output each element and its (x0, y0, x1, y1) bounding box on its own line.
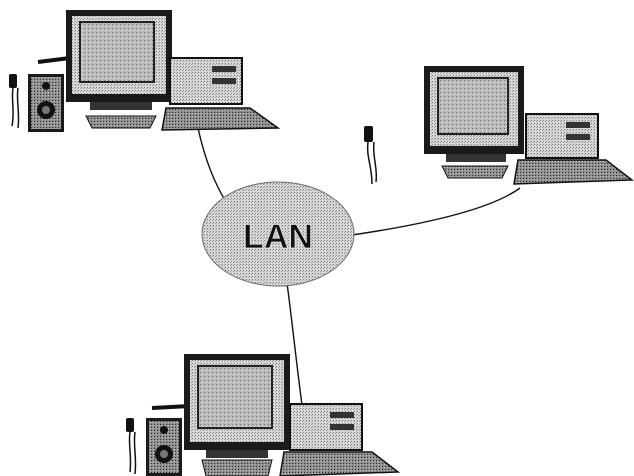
speaker-icon (28, 74, 64, 132)
workstation-top-left (9, 10, 278, 132)
keyboard-icon (514, 160, 632, 184)
computer-case-icon (290, 404, 362, 450)
workstation-right (364, 66, 632, 184)
microphone-icon (364, 126, 376, 184)
keyboard-icon (280, 452, 398, 476)
link-right-to-lan (352, 188, 520, 235)
microphone-icon (126, 418, 136, 474)
workstation-bottom (126, 354, 398, 476)
microphone-icon (9, 74, 19, 128)
computer-case-icon (526, 114, 598, 158)
link-top-left-to-lan (198, 128, 228, 205)
speaker-icon (146, 418, 182, 476)
lan-label: LAN (243, 218, 313, 256)
lan-node: LAN (202, 182, 354, 286)
monitor-icon (424, 66, 524, 178)
computer-case-icon (170, 58, 242, 104)
keyboard-icon (162, 108, 278, 130)
